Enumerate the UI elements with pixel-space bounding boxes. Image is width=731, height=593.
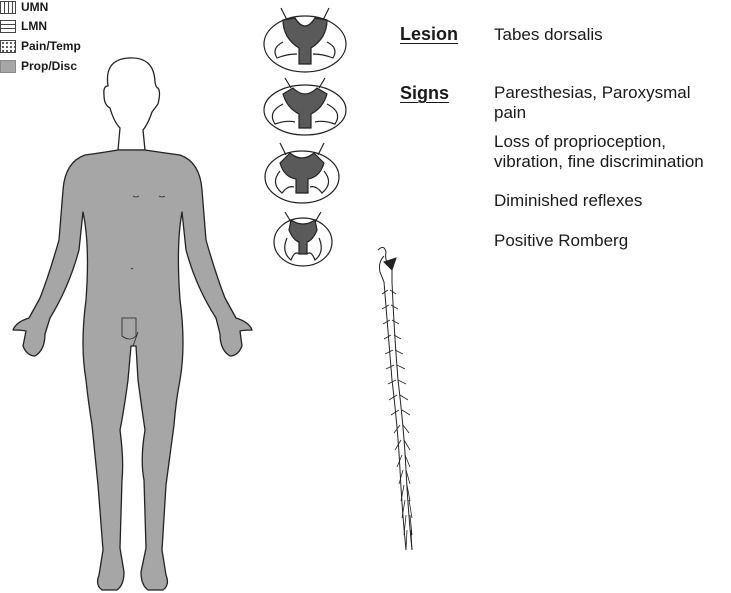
signs-heading: Signs — [400, 83, 450, 103]
cord-body — [377, 246, 413, 551]
sign-item: Positive Romberg — [494, 231, 629, 250]
affected-area — [12, 149, 253, 591]
legend-item-lmn: LMN — [0, 19, 47, 33]
pain-temp-swatch — [0, 39, 16, 53]
lesion-marker — [383, 257, 397, 271]
lesion-heading: Lesion — [400, 24, 459, 44]
sign-item: Diminished reflexes — [494, 191, 643, 210]
cord-section-1 — [263, 7, 347, 73]
legend-label: Pain/Temp — [21, 39, 81, 53]
body-contour-lines — [121, 195, 166, 347]
head-outline — [103, 57, 161, 151]
legend-label: UMN — [21, 0, 49, 14]
cord-section-4 — [273, 211, 333, 267]
lesion-value: Tabes dorsalis — [494, 25, 603, 44]
prop-disc-swatch — [0, 59, 16, 73]
legend-label: Prop/Disc — [21, 59, 78, 73]
nerve-roots — [381, 289, 413, 551]
sign-item: Paresthesias, Paroxysmal pain — [494, 83, 691, 122]
body-figure — [12, 57, 253, 591]
legend-item-pain-temp: Pain/Temp — [0, 39, 81, 53]
legend-item-umn: UMN — [0, 0, 48, 14]
legend-item-prop-disc: Prop/Disc — [0, 59, 77, 73]
legend-label: LMN — [21, 19, 47, 33]
cord-section-2 — [263, 77, 347, 136]
cord-section-3 — [264, 142, 340, 204]
umn-swatch — [0, 0, 16, 14]
lmn-swatch — [0, 19, 16, 33]
sign-item: Loss of proprioception, vibration, fine … — [494, 132, 704, 171]
spinal-cord-side-view — [377, 246, 413, 551]
